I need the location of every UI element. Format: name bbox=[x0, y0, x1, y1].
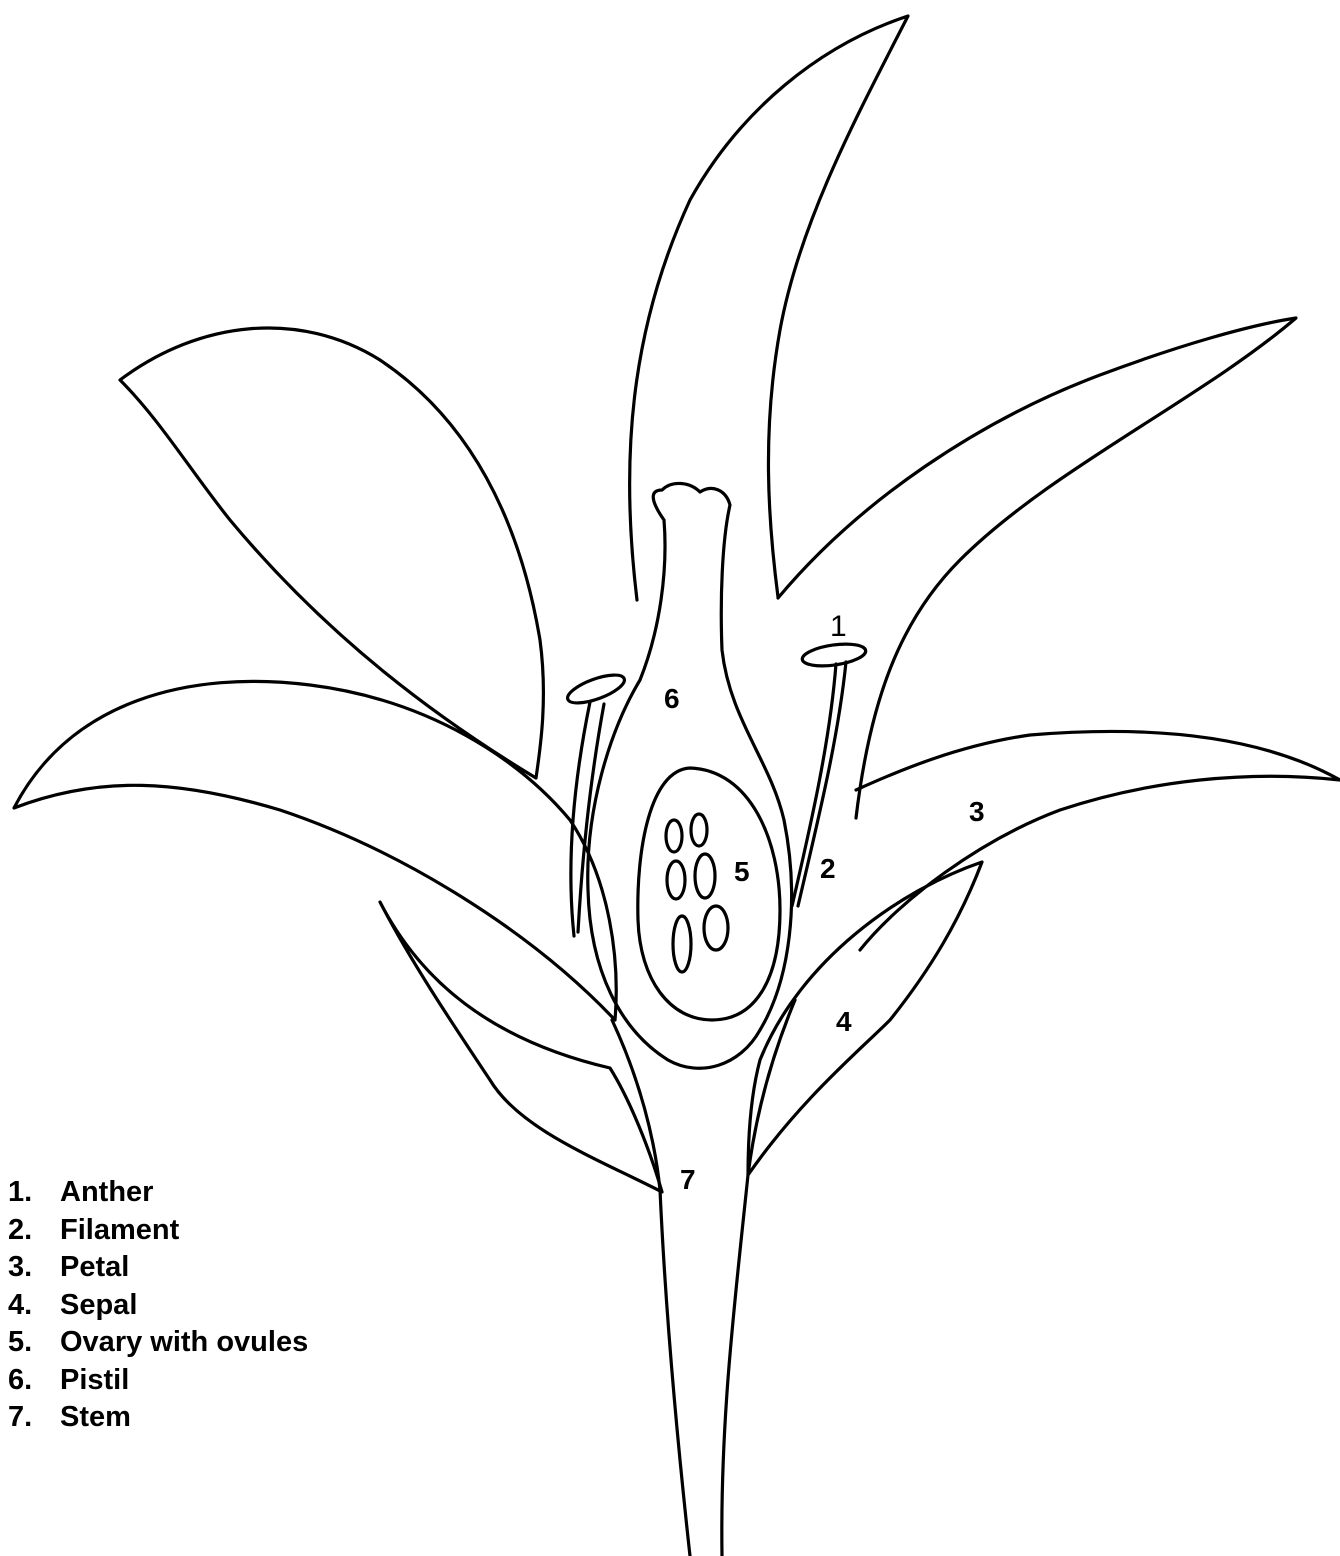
callout-ovary: 5 bbox=[734, 858, 750, 886]
legend-item: 4.Sepal bbox=[8, 1287, 308, 1325]
legend-item: 7.Stem bbox=[8, 1399, 308, 1437]
petal-lower-left bbox=[14, 681, 616, 1020]
legend-label: Ovary with ovules bbox=[60, 1326, 308, 1358]
legend-number: 3. bbox=[8, 1249, 60, 1287]
ovule bbox=[704, 906, 728, 950]
legend-item: 6.Pistil bbox=[8, 1362, 308, 1400]
callout-petal: 3 bbox=[969, 798, 985, 826]
stem bbox=[612, 1020, 690, 1556]
legend-number: 2. bbox=[8, 1212, 60, 1250]
legend-number: 7. bbox=[8, 1399, 60, 1437]
legend: 1.Anther 2.Filament 3.Petal 4.Sepal 5.Ov… bbox=[8, 1174, 308, 1437]
ovule bbox=[666, 820, 682, 852]
legend-label: Filament bbox=[60, 1214, 179, 1246]
legend-label: Anther bbox=[60, 1176, 153, 1208]
stem bbox=[722, 1000, 795, 1556]
petal-upper-right bbox=[778, 318, 1296, 818]
sepal-left bbox=[380, 902, 662, 1192]
legend-item: 1.Anther bbox=[8, 1174, 308, 1212]
callout-sepal: 4 bbox=[836, 1008, 852, 1036]
ovule bbox=[667, 861, 685, 899]
legend-item: 2.Filament bbox=[8, 1212, 308, 1250]
legend-item: 3.Petal bbox=[8, 1249, 308, 1287]
petal-lower-right bbox=[856, 731, 1340, 950]
callout-filament: 2 bbox=[820, 855, 836, 883]
legend-item: 5.Ovary with ovules bbox=[8, 1324, 308, 1362]
legend-label: Petal bbox=[60, 1251, 129, 1283]
sepal-right bbox=[748, 862, 982, 1175]
legend-number: 1. bbox=[8, 1174, 60, 1212]
petal-upper-left bbox=[120, 328, 543, 778]
anther-left bbox=[564, 669, 627, 708]
legend-number: 5. bbox=[8, 1324, 60, 1362]
legend-label: Sepal bbox=[60, 1289, 137, 1321]
pistil bbox=[588, 483, 792, 1068]
callout-stem: 7 bbox=[680, 1166, 696, 1194]
legend-label: Stem bbox=[60, 1401, 131, 1433]
legend-number: 4. bbox=[8, 1287, 60, 1325]
anther-right bbox=[801, 641, 867, 670]
legend-label: Pistil bbox=[60, 1364, 129, 1396]
ovule bbox=[691, 814, 707, 846]
legend-number: 6. bbox=[8, 1362, 60, 1400]
callout-anther: 1 bbox=[830, 612, 847, 642]
ovule bbox=[695, 854, 715, 898]
ovule bbox=[673, 916, 691, 972]
callout-pistil: 6 bbox=[664, 685, 680, 713]
